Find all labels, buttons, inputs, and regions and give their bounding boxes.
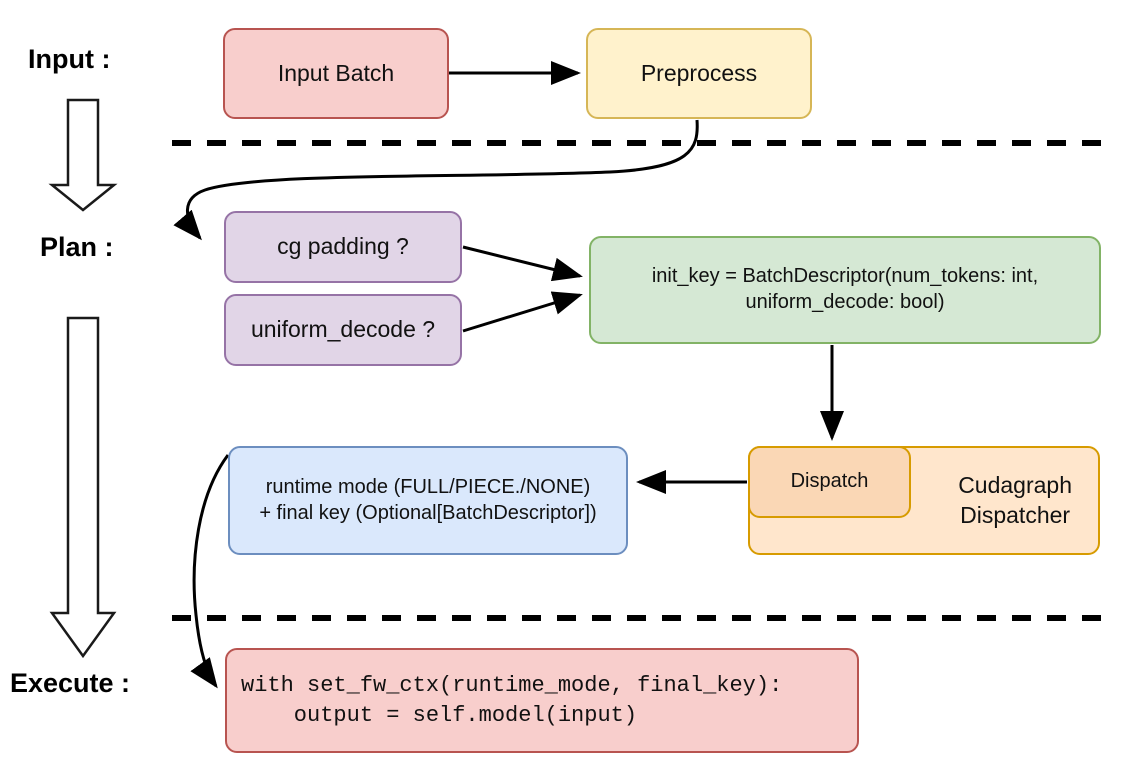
node-runtime-mode[interactable]: runtime mode (FULL/PIECE./NONE) + final … xyxy=(228,446,628,555)
node-runtime-mode-label: runtime mode (FULL/PIECE./NONE) + final … xyxy=(259,475,597,524)
stage-label-plan: Plan : xyxy=(40,232,114,262)
node-init-key-label: init_key = BatchDescriptor(num_tokens: i… xyxy=(651,265,1039,313)
block-arrow-plan-to-execute xyxy=(49,316,117,659)
node-cg-padding[interactable]: cg padding ? xyxy=(224,211,462,283)
stage-label-execute: Execute : xyxy=(10,668,131,698)
node-execute-code-label: with set_fw_ctx(runtime_mode, final_key)… xyxy=(241,672,783,728)
node-cg-padding-label: cg padding ? xyxy=(277,233,409,260)
stage-label-input: Input : xyxy=(28,44,111,74)
node-dispatch[interactable]: Dispatch xyxy=(748,446,911,518)
node-preprocess[interactable]: Preprocess xyxy=(586,28,812,119)
node-preprocess-label: Preprocess xyxy=(640,59,758,86)
node-dispatch-label: Dispatch xyxy=(790,470,869,493)
connector-uniform-decode-to-init-key xyxy=(462,291,583,333)
node-input-batch-label: Input Batch xyxy=(277,59,395,86)
block-arrow-input-to-plan xyxy=(48,98,118,212)
node-init-key[interactable]: init_key = BatchDescriptor(num_tokens: i… xyxy=(589,236,1101,344)
node-uniform-decode[interactable]: uniform_decode ? xyxy=(224,294,462,366)
node-input-batch[interactable]: Input Batch xyxy=(223,28,449,119)
node-uniform-decode-label: uniform_decode ? xyxy=(250,316,436,343)
node-execute-code[interactable]: with set_fw_ctx(runtime_mode, final_key)… xyxy=(225,648,859,753)
node-cudagraph-dispatcher-label: Cudagraph Dispatcher xyxy=(958,472,1072,528)
connector-cg-padding-to-init-key xyxy=(462,245,583,282)
connector-runtime-mode-to-execute-code xyxy=(190,454,230,689)
